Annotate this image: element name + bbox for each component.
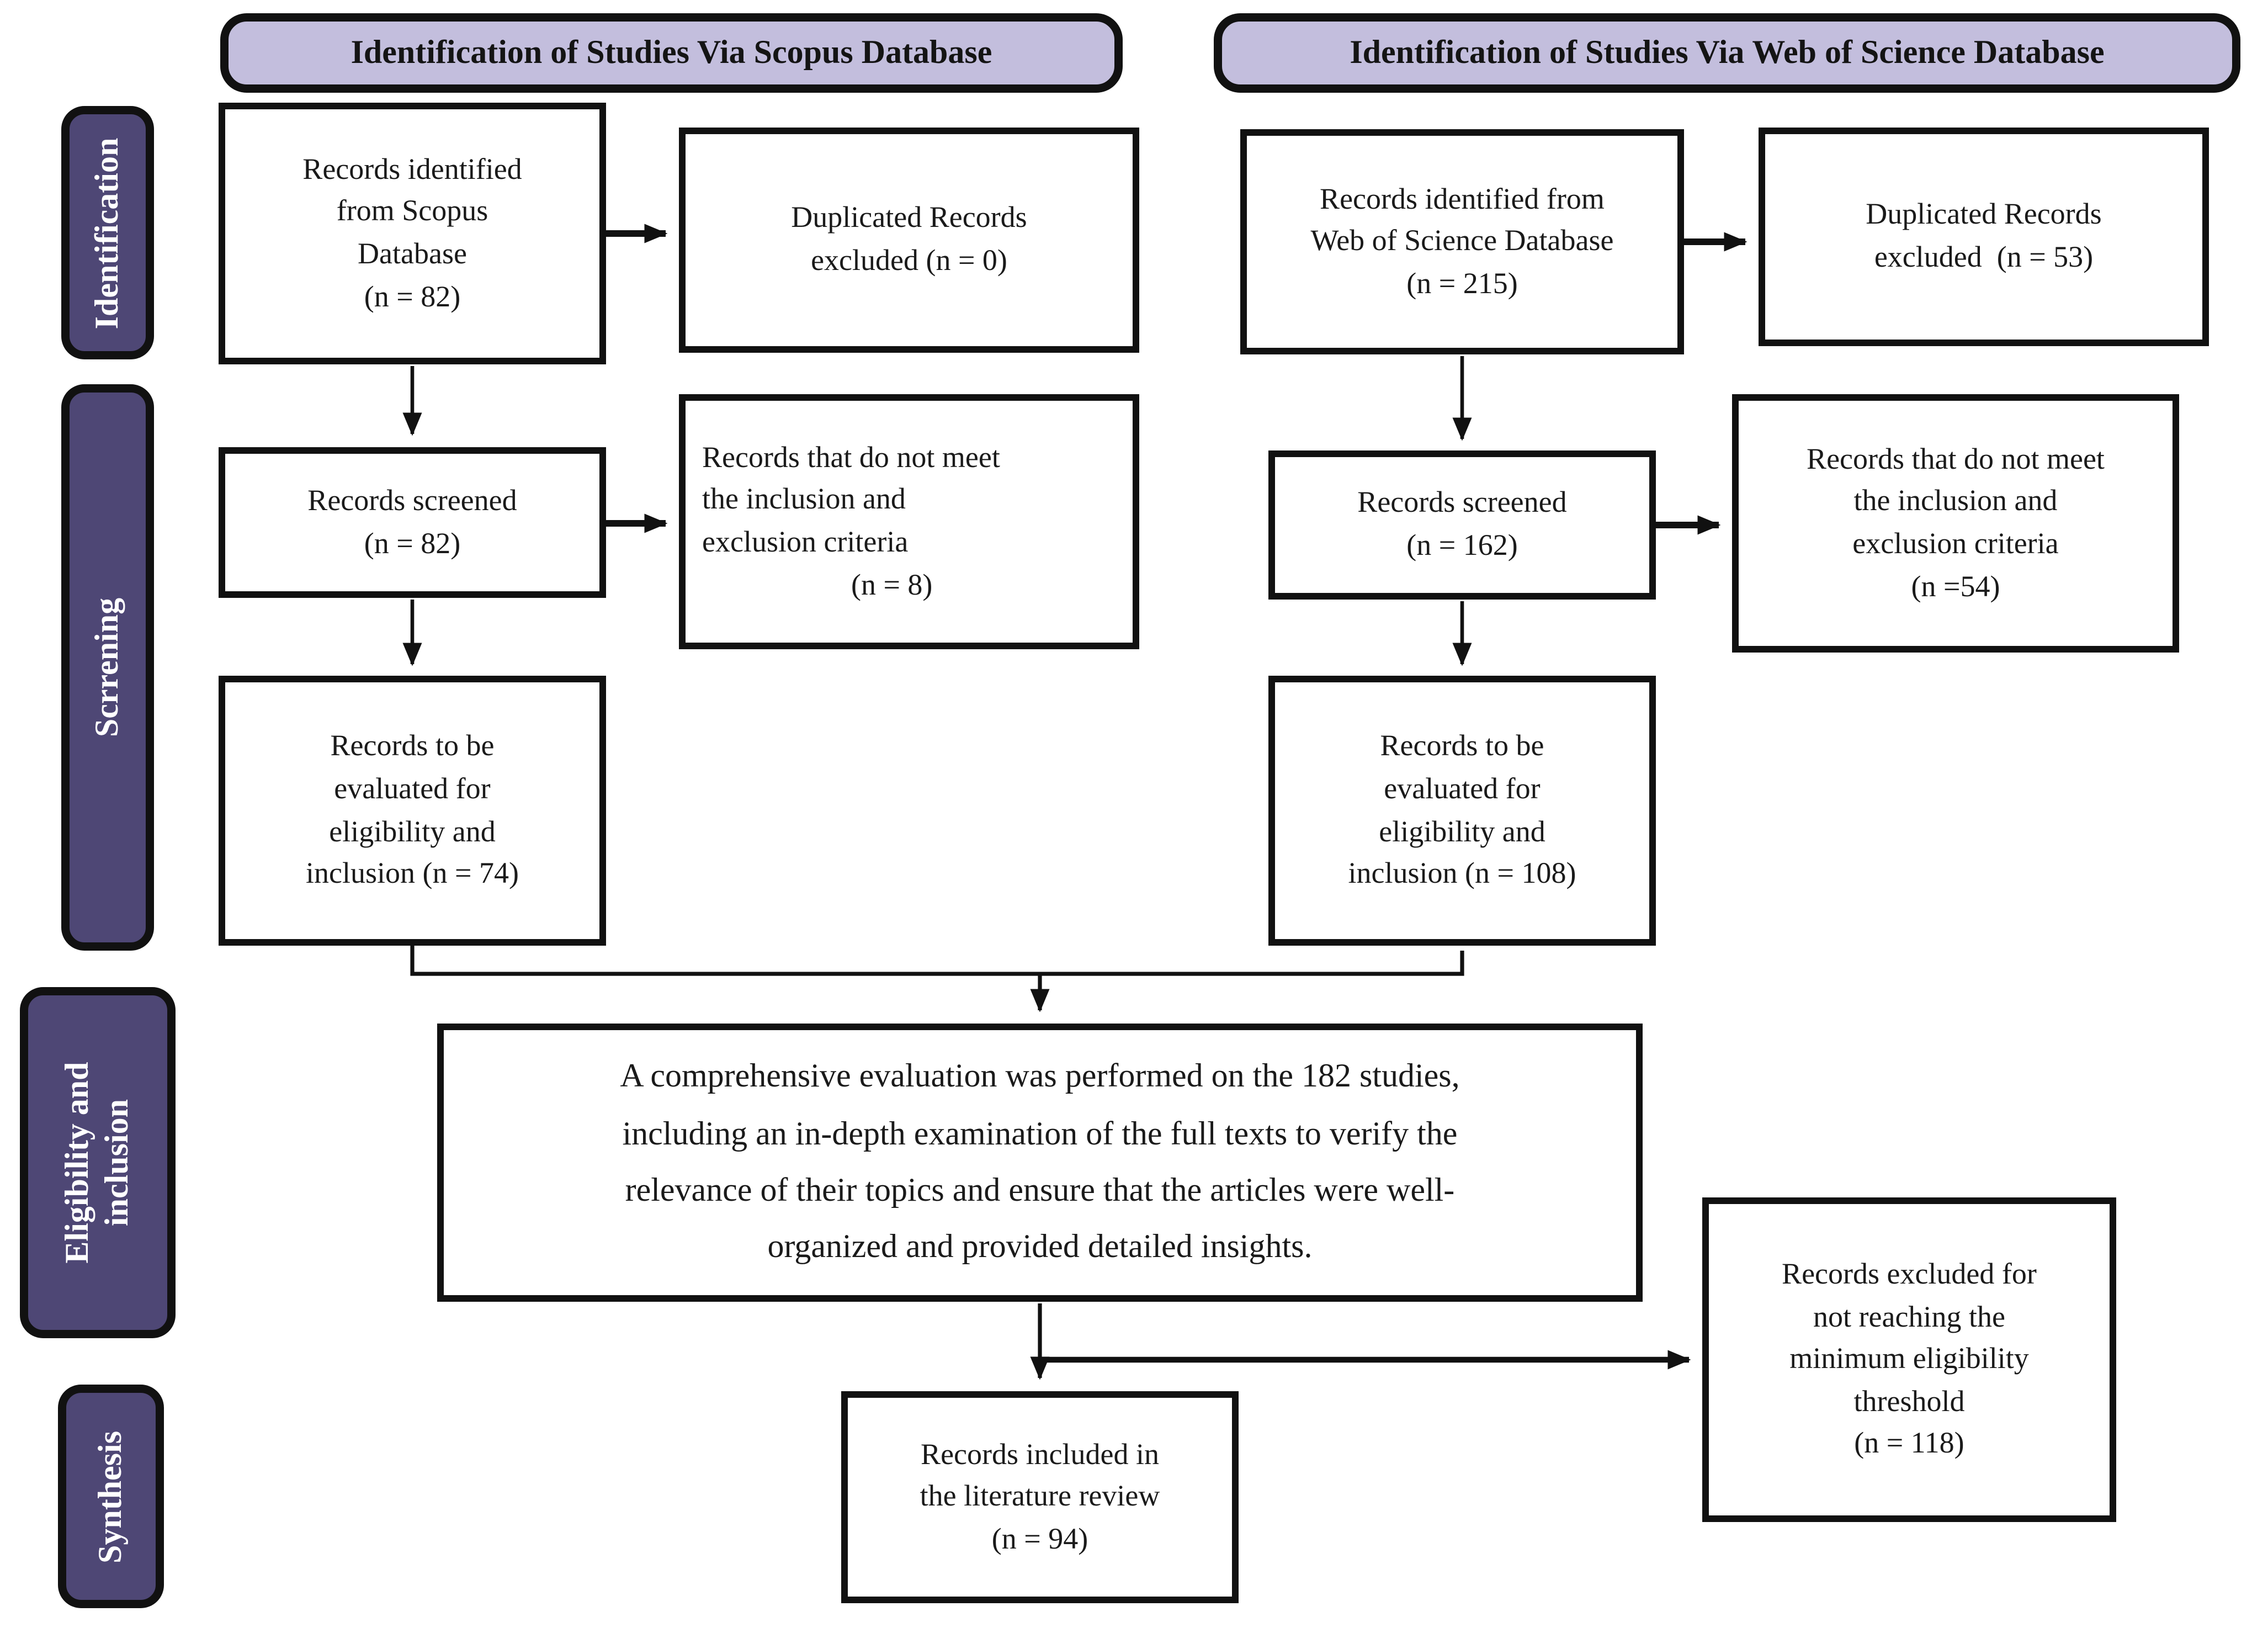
box-scopus-records-evaluated: Records to be evaluated for eligibility … [219,676,606,946]
box-scopus-duplicates-excluded: Duplicated Records excluded (n = 0) [679,128,1139,353]
sidebar-phase-eligibility-inclusion: Eligibility and inclusion [20,987,176,1338]
box-wos-records-identified: Records identified from Web of Science D… [1240,129,1684,354]
sidebar-screening-label: Scrrening [89,597,126,738]
comprehensive-evaluation-text: A comprehensive evaluation was performed… [620,1058,1460,1266]
wos-screened-text: Records screened (n = 162) [1357,486,1567,561]
wos-criteria-text: Records that do not meet the inclusion a… [1807,442,2105,602]
header-web-of-science-database: Identification of Studies Via Web of Sci… [1214,13,2240,93]
box-wos-records-screened: Records screened (n = 162) [1268,450,1656,600]
wos-records-text: Records identified from Web of Science D… [1310,182,1614,300]
box-wos-records-evaluated: Records to be evaluated for eligibility … [1268,676,1656,946]
header-scopus-label: Identification of Studies Via Scopus Dat… [350,34,992,71]
box-scopus-exclusion-criteria: Records that do not meet the inclusion a… [679,394,1139,649]
sidebar-phase-screening: Scrrening [61,384,154,951]
box-scopus-records-screened: Records screened (n = 82) [219,447,606,598]
header-wos-label: Identification of Studies Via Web of Sci… [1350,34,2105,71]
scopus-screened-text: Records screened (n = 82) [307,483,517,559]
sidebar-identification-label: Identification [89,137,126,328]
scopus-criteria-text: Records that do not meet the inclusion a… [702,440,1000,601]
header-scopus-database: Identification of Studies Via Scopus Dat… [220,13,1123,93]
scopus-records-text: Records identified from Scopus Database … [302,152,522,312]
records-excluded-text: Records excluded for not reaching the mi… [1782,1257,2037,1460]
wos-duplicates-text: Duplicated Records excluded (n = 53) [1866,198,2102,273]
sidebar-synthesis-label: Synthesis [93,1430,129,1563]
box-wos-exclusion-criteria: Records that do not meet the inclusion a… [1732,394,2179,653]
scopus-duplicates-text: Duplicated Records excluded (n = 0) [791,201,1027,277]
box-comprehensive-evaluation: A comprehensive evaluation was performed… [437,1024,1643,1302]
box-records-excluded-threshold: Records excluded for not reaching the mi… [1702,1197,2116,1522]
wos-evaluated-text: Records to be evaluated for eligibility … [1348,729,1576,890]
sidebar-phase-synthesis: Synthesis [58,1385,164,1608]
sidebar-eligibility-label: Eligibility and inclusion [60,1062,136,1264]
box-records-included: Records included in the literature revie… [841,1391,1239,1603]
records-included-text: Records included in the literature revie… [920,1437,1160,1555]
scopus-evaluated-text: Records to be evaluated for eligibility … [306,729,519,890]
box-wos-duplicates-excluded: Duplicated Records excluded (n = 53) [1759,128,2209,346]
box-scopus-records-identified: Records identified from Scopus Database … [219,103,606,364]
sidebar-phase-identification: Identification [61,106,154,359]
merge-connector-line [410,946,1464,976]
